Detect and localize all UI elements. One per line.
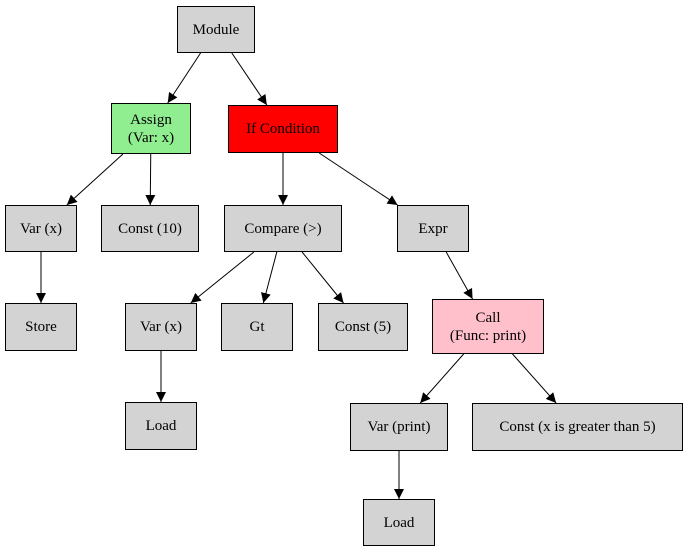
node-label: Const (10) bbox=[118, 220, 182, 237]
edge-if_condition-to-expr bbox=[318, 152, 398, 206]
node-call: Call (Func: print) bbox=[432, 299, 544, 354]
node-label: Var (x) bbox=[19, 220, 63, 237]
node-label: Load bbox=[145, 418, 177, 434]
edge-call-to-const_msg bbox=[512, 353, 557, 404]
edge-module-to-assign bbox=[167, 52, 201, 104]
node-const-message: Const (x is greater than 5) bbox=[472, 403, 683, 451]
node-label: Const (5) bbox=[334, 319, 392, 335]
node-load-print: Load bbox=[363, 499, 435, 546]
edge-compare-to-var_x_compare bbox=[190, 251, 255, 304]
node-var-x-assign: Var (x) bbox=[5, 205, 77, 252]
node-compare: Compare (>) bbox=[224, 205, 342, 252]
edge-compare-to-gt bbox=[261, 251, 278, 304]
edge-call-to-var_print bbox=[419, 353, 465, 404]
edge-expr-to-call bbox=[445, 251, 474, 300]
node-label: If Condition bbox=[246, 121, 320, 137]
node-label: Compare (>) bbox=[244, 220, 322, 237]
node-store: Store bbox=[5, 303, 77, 351]
node-const-10: Const (10) bbox=[101, 205, 199, 252]
node-const-5: Const (5) bbox=[318, 303, 408, 351]
node-label: Var (x) bbox=[139, 319, 183, 335]
node-label: Call (Func: print) bbox=[449, 309, 527, 344]
edge-module-to-if_condition bbox=[231, 52, 268, 106]
node-if-condition: If Condition bbox=[228, 105, 338, 153]
node-label: Module bbox=[192, 21, 240, 38]
node-label: Store bbox=[25, 319, 57, 335]
node-label: Gt bbox=[249, 319, 265, 335]
edge-assign-to-var_x_assign bbox=[66, 153, 124, 206]
node-load-x: Load bbox=[125, 402, 197, 450]
node-gt: Gt bbox=[221, 303, 293, 351]
node-label: Expr bbox=[418, 220, 448, 237]
node-expr: Expr bbox=[397, 205, 469, 252]
node-var-print: Var (print) bbox=[350, 403, 448, 451]
node-label: Var (print) bbox=[367, 419, 431, 435]
node-assign: Assign (Var: x) bbox=[111, 103, 191, 154]
node-label: Load bbox=[383, 514, 415, 531]
node-label: Const (x is greater than 5) bbox=[499, 419, 656, 435]
node-label: Assign (Var: x) bbox=[127, 111, 175, 146]
edge-compare-to-const_5 bbox=[301, 251, 344, 304]
node-var-x-compare: Var (x) bbox=[125, 303, 197, 351]
edge-assign-to-const_10 bbox=[145, 153, 156, 206]
node-module: Module bbox=[177, 6, 255, 53]
